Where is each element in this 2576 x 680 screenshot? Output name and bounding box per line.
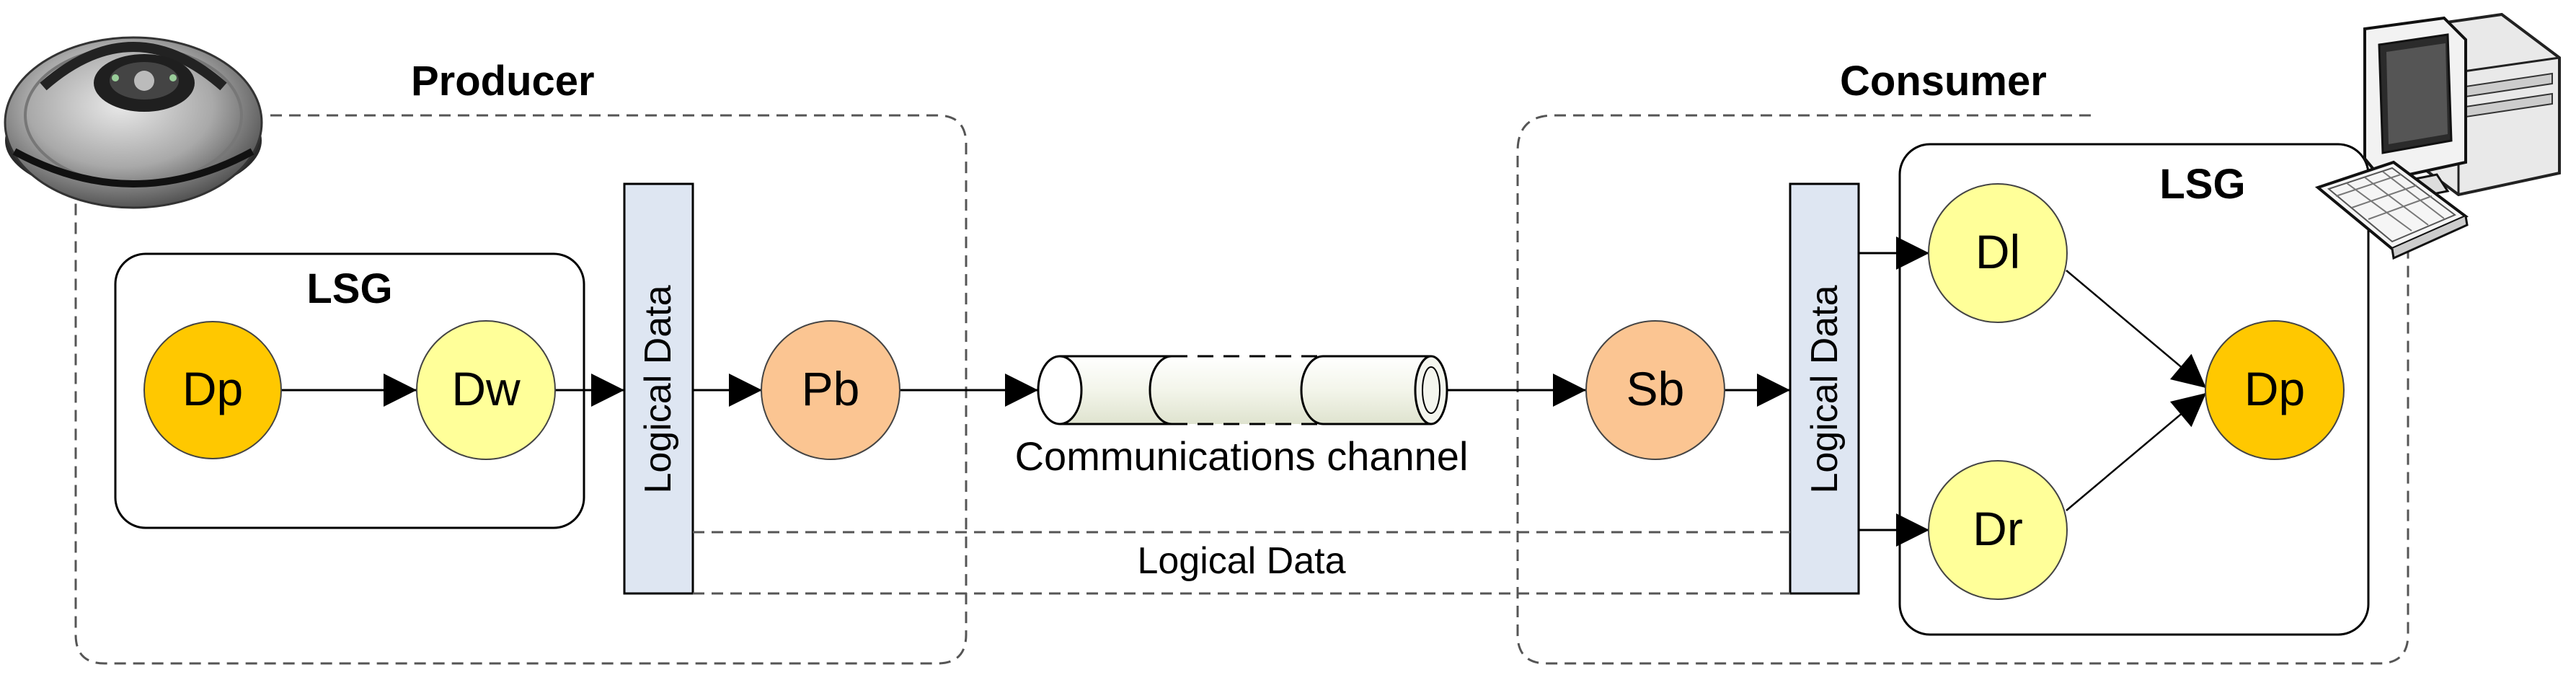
channel-label: Communications channel (1015, 433, 1469, 479)
producer-dw-node (416, 320, 556, 460)
producer-logical-data-bar (623, 182, 694, 595)
producer-title: Producer (411, 58, 595, 105)
producer-dw-label: Dw (451, 362, 521, 415)
consumer-lsg-box (1898, 143, 2370, 636)
consumer-sb-label: Sb (1626, 362, 1685, 415)
communications-channel (1037, 355, 1448, 425)
consumer-logical-data-bar (1789, 182, 1860, 595)
producer-dp-node (143, 321, 282, 459)
producer-boundary (74, 114, 968, 665)
arrow-dr-dp (2066, 392, 2207, 511)
consumer-dl-label: Dl (1975, 225, 2020, 278)
producer-pb-node (761, 320, 900, 460)
producer-lsg-label: LSG (306, 265, 392, 312)
arrow-dl-dp (2066, 270, 2207, 389)
consumer-lsg-label: LSG (2159, 161, 2245, 208)
desktop-computer-icon (2314, 12, 2561, 260)
consumer-dr-label: Dr (1973, 502, 2023, 555)
consumer-dr-node (1928, 460, 2068, 600)
producer-logical-data-label: Logical Data (637, 285, 679, 493)
consumer-logical-data-label: Logical Data (1804, 285, 1846, 493)
consumer-dp-node (2205, 320, 2345, 460)
producer-dp-label: Dp (182, 362, 243, 415)
producer-pb-label: Pb (802, 362, 860, 415)
consumer-dp-label: Dp (2244, 362, 2305, 415)
robot-vacuum-icon (4, 36, 263, 209)
consumer-boundary (1516, 114, 2409, 665)
consumer-sb-node (1585, 320, 1725, 460)
consumer-dl-node (1928, 183, 2068, 323)
bypass-label: Logical Data (1137, 540, 1345, 582)
consumer-title: Consumer (1840, 58, 2047, 105)
